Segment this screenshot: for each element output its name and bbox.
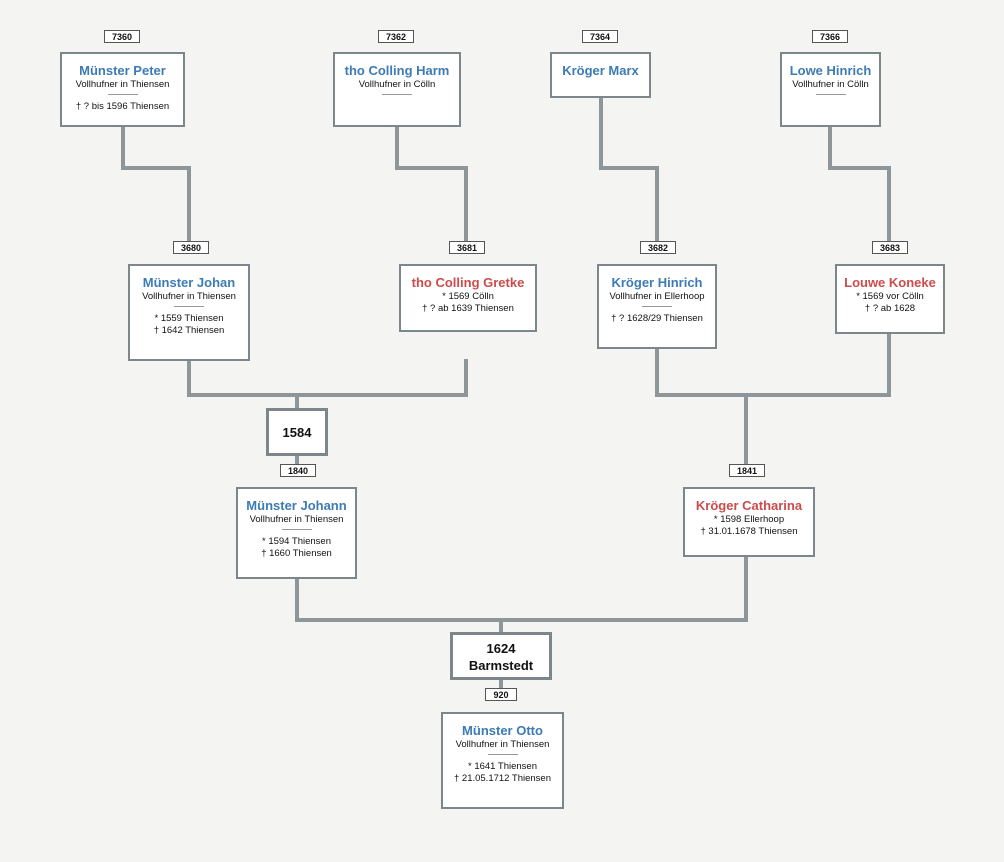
separator	[174, 306, 204, 307]
person-number: 3683	[872, 241, 908, 254]
person-number: 3682	[640, 241, 676, 254]
death-line: † 1642 Thiensen	[153, 325, 225, 336]
marriage-year: 1584	[282, 425, 312, 440]
person-number: 7366	[812, 30, 848, 43]
person-number: 7364	[582, 30, 618, 43]
death-line: † ? 1628/29 Thiensen	[611, 313, 703, 324]
person-name: Münster Johann	[246, 498, 347, 513]
death-line: † 31.01.1678 Thiensen	[700, 526, 798, 537]
person-box-munster-peter[interactable]: Münster Peter Vollhufner in Thiensen † ?…	[60, 52, 185, 127]
separator	[281, 529, 312, 530]
person-number: 3681	[449, 241, 485, 254]
marriage-box-1624[interactable]: 1624 Barmstedt	[450, 632, 552, 680]
person-occupation: Vollhufner in Ellerhoop	[609, 291, 705, 302]
marriage-place: Barmstedt	[468, 658, 534, 673]
person-box-kroger-hinrich[interactable]: Kröger Hinrich Vollhufner in Ellerhoop †…	[597, 264, 717, 349]
person-box-louwe-koneke[interactable]: Louwe Koneke * 1569 vor Cölln † ? ab 162…	[835, 264, 945, 334]
birth-line: * 1569 vor Cölln	[856, 291, 924, 302]
person-occupation: Vollhufner in Cölln	[358, 79, 436, 90]
person-name: Münster Johan	[142, 275, 236, 290]
person-box-munster-otto[interactable]: Münster Otto Vollhufner in Thiensen * 16…	[441, 712, 564, 809]
person-box-munster-johan[interactable]: Münster Johan Vollhufner in Thiensen * 1…	[128, 264, 250, 361]
person-box-tho-colling-gretke[interactable]: tho Colling Gretke * 1569 Cölln † ? ab 1…	[399, 264, 537, 332]
person-name: tho Colling Gretke	[411, 275, 525, 290]
person-number: 1841	[729, 464, 765, 477]
person-occupation: Vollhufner in Thiensen	[75, 79, 170, 90]
person-box-tho-colling-harm[interactable]: tho Colling Harm Vollhufner in Cölln	[333, 52, 461, 127]
person-box-kroger-catharina[interactable]: Kröger Catharina * 1598 Ellerhoop † 31.0…	[683, 487, 815, 557]
separator	[382, 94, 412, 95]
birth-line: * 1569 Cölln	[442, 291, 494, 302]
person-name: Lowe Hinrich	[789, 63, 872, 78]
birth-line: * 1594 Thiensen	[261, 536, 332, 547]
person-name: tho Colling Harm	[344, 63, 450, 78]
birth-line: * 1559 Thiensen	[154, 313, 224, 324]
marriage-box-1584[interactable]: 1584	[266, 408, 328, 456]
death-line: † ? ab 1639 Thiensen	[422, 303, 514, 314]
death-line: † ? ab 1628	[864, 303, 916, 314]
person-box-lowe-hinrich[interactable]: Lowe Hinrich Vollhufner in Cölln	[780, 52, 881, 127]
person-name: Kröger Catharina	[695, 498, 803, 513]
person-name: Münster Peter	[79, 63, 166, 78]
person-occupation: Vollhufner in Thiensen	[249, 514, 344, 525]
marriage-year: 1624	[486, 641, 516, 656]
birth-line: * 1598 Ellerhoop	[713, 514, 785, 525]
birth-line: * 1641 Thiensen	[467, 761, 538, 772]
person-number: 1840	[280, 464, 316, 477]
person-box-kroger-marx[interactable]: Kröger Marx	[550, 52, 651, 98]
person-number: 920	[485, 688, 517, 701]
death-line: † 21.05.1712 Thiensen	[453, 773, 552, 784]
person-number: 3680	[173, 241, 209, 254]
separator	[815, 94, 846, 95]
person-number: 7362	[378, 30, 414, 43]
person-box-munster-johann[interactable]: Münster Johann Vollhufner in Thiensen * …	[236, 487, 357, 579]
person-name: Louwe Koneke	[844, 275, 936, 290]
separator	[642, 306, 672, 307]
person-name: Kröger Hinrich	[611, 275, 703, 290]
death-line: † ? bis 1596 Thiensen	[75, 101, 170, 112]
person-occupation: Vollhufner in Thiensen	[142, 291, 236, 302]
person-occupation: Vollhufner in Thiensen	[455, 739, 550, 750]
death-line: † 1660 Thiensen	[261, 548, 332, 559]
person-number: 7360	[104, 30, 140, 43]
person-name: Kröger Marx	[562, 63, 639, 78]
person-occupation: Vollhufner in Cölln	[792, 79, 869, 90]
separator	[487, 754, 518, 755]
person-name: Münster Otto	[462, 723, 543, 738]
separator	[107, 94, 138, 95]
